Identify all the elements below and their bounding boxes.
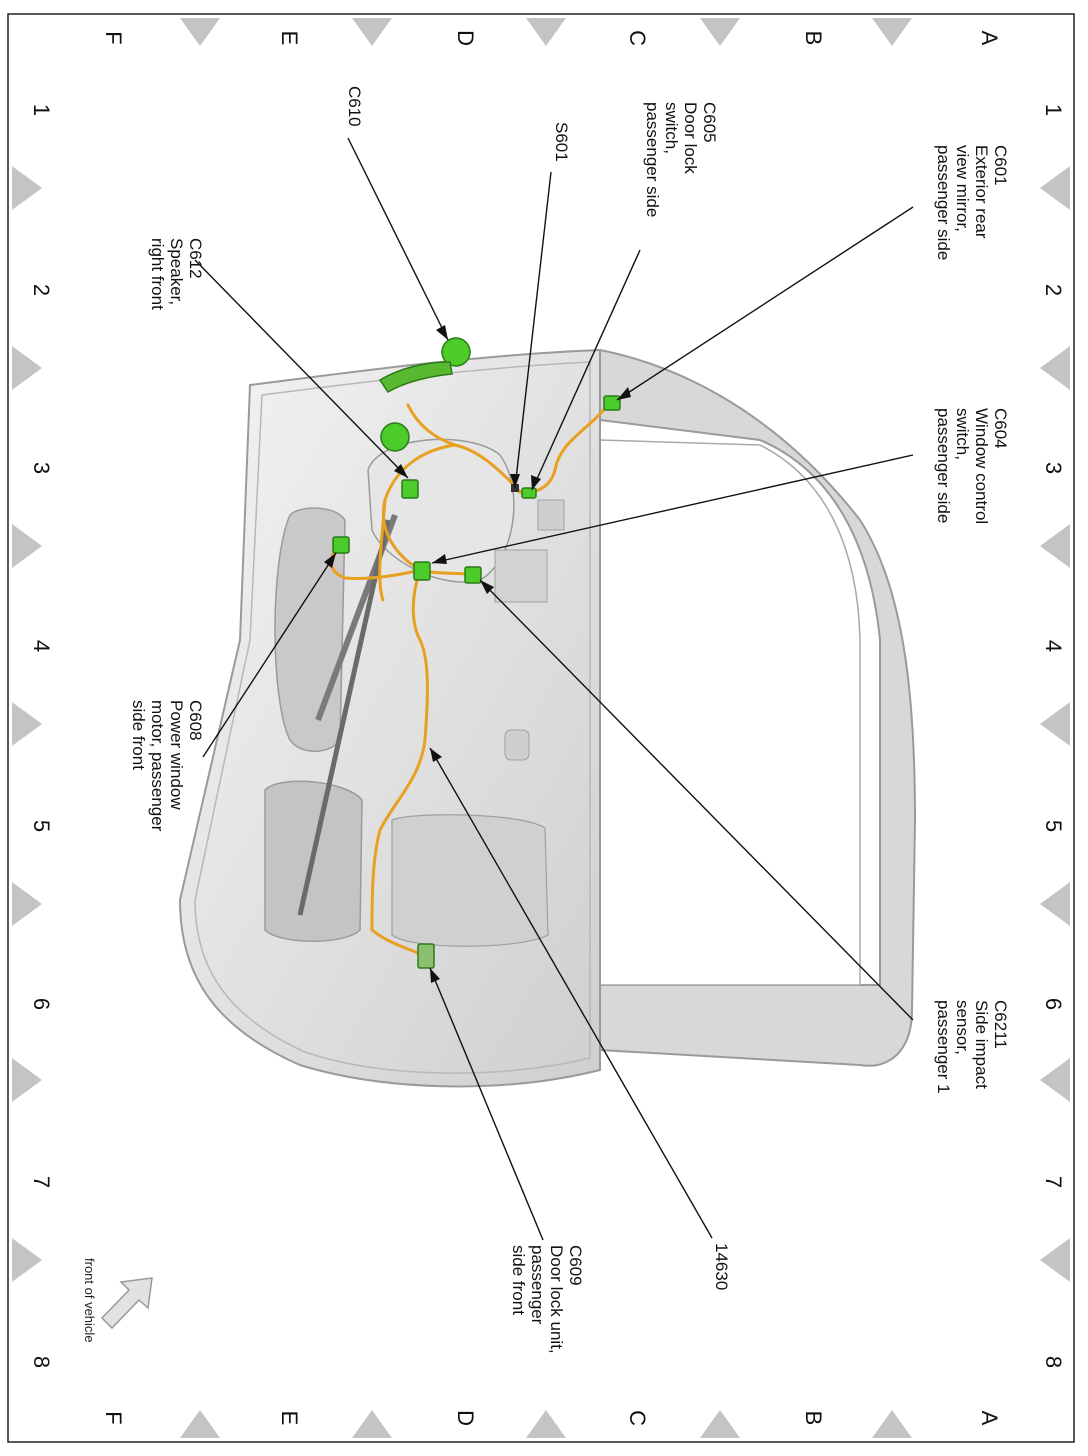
c609-line-1: C609 [566,1245,585,1286]
row-b-top: B [801,31,826,46]
grommet-lower [380,422,410,452]
col-1-left: 1 [29,104,54,116]
c612-line-1: C612 [186,238,205,279]
row-e-bottom: E [277,1411,302,1426]
c6211-line-4: passenger 1 [934,1000,953,1094]
c6211-line-2: Side impact [972,1000,991,1089]
callout-c609: C609 Door lock unit, passenger side fron… [509,1245,585,1354]
c601-line-1: C601 [991,145,1010,186]
grid-markers [12,18,1070,1438]
front-of-vehicle-label: front of vehicle [82,1258,97,1343]
c605-line-3: switch, [662,102,681,154]
grommet-boot [378,361,453,394]
col-1-right: 1 [1041,104,1066,116]
panel-recess-middle [391,814,549,947]
callout-c605: C605 Door lock switch, passenger side [643,102,719,217]
grommet-c610 [441,337,471,367]
grid-col-labels-left: 1 2 3 4 5 6 7 8 [29,104,54,1368]
row-f-bottom: F [101,1411,126,1424]
col-5-right: 5 [1041,820,1066,832]
connector-c612 [401,479,419,499]
row-a-bottom: A [977,1411,1002,1426]
callout-c601: C601 Exterior rear view mirror, passenge… [934,145,1010,260]
c610-line-1: C610 [345,86,364,127]
h14630-line-1: 14630 [712,1243,731,1290]
row-b-bottom: B [801,1411,826,1426]
grid-row-labels-top: A B C D E F [101,30,1002,46]
col-6-left: 6 [29,998,54,1010]
connector-c605 [521,487,537,499]
grid-row-labels-bottom: A B C D E F [101,1410,1002,1426]
s601-line-1: S601 [552,122,571,162]
connector-c609 [417,943,435,969]
col-3-left: 3 [29,462,54,474]
connector-c608 [332,536,350,554]
col-4-right: 4 [1041,640,1066,652]
c612-line-3: right front [148,238,167,310]
connectors [332,337,621,969]
c605-line-2: Door lock [681,102,700,174]
connector-c6211 [464,566,482,584]
col-2-left: 2 [29,284,54,296]
c608-line-2: Power window [167,700,186,810]
c601-line-3: view mirror, [953,145,972,232]
row-f-top: F [101,31,126,44]
col-7-left: 7 [29,1176,54,1188]
row-e-top: E [277,31,302,46]
panel-tab [504,729,530,761]
row-c-bottom: C [625,1410,650,1426]
panel-rail-2 [297,519,391,916]
c609-line-3: passenger [528,1245,547,1325]
c612-line-2: Speaker, [167,238,186,305]
col-4-left: 4 [29,640,54,652]
connector-c604 [413,561,431,581]
c605-line-1: C605 [700,102,719,143]
callout-14630: 14630 [712,1243,731,1290]
c601-line-2: Exterior rear [972,145,991,239]
grid-col-labels-right: 1 2 3 4 5 6 7 8 [1041,104,1066,1368]
callout-s601: S601 [552,122,571,162]
panel-bracket-small [537,499,565,531]
c608-line-1: C608 [186,700,205,741]
callout-c608: C608 Power window motor, passenger side … [129,700,205,832]
c604-line-1: C604 [991,408,1010,449]
col-5-left: 5 [29,820,54,832]
c608-line-3: motor, passenger [148,700,167,832]
front-arrow-icon [100,1277,153,1330]
callout-c610: C610 [345,86,364,127]
c6211-line-1: C6211 [991,1000,1010,1049]
col-2-right: 2 [1041,284,1066,296]
c609-line-2: Door lock unit, [547,1245,566,1354]
door-illustration [178,348,917,1088]
row-d-top: D [453,30,478,46]
window-opening [599,439,861,986]
c609-line-4: side front [509,1245,528,1315]
c605-line-4: passenger side [643,102,662,217]
panel-bracket-right [494,549,548,603]
callout-c604: C604 Window control switch, passenger si… [934,408,1010,524]
col-8-left: 8 [29,1356,54,1368]
c6211-line-3: sensor, [953,1000,972,1055]
c608-line-4: side front [129,700,148,770]
callout-c6211: C6211 Side impact sensor, passenger 1 [934,1000,1010,1094]
callout-c612: C612 Speaker, right front [148,238,205,310]
row-d-bottom: D [453,1410,478,1426]
c604-line-2: Window control [972,408,991,524]
front-of-vehicle-indicator: front of vehicle [82,1258,153,1343]
col-6-right: 6 [1041,998,1066,1010]
c604-line-3: switch, [953,408,972,460]
c601-line-4: passenger side [934,145,953,260]
c604-line-4: passenger side [934,408,953,523]
col-7-right: 7 [1041,1176,1066,1188]
col-8-right: 8 [1041,1356,1066,1368]
connector-c601 [603,395,621,411]
row-a-top: A [977,31,1002,46]
row-c-top: C [625,30,650,46]
page-border [7,13,1075,1443]
col-3-right: 3 [1041,462,1066,474]
leader-lines [194,137,914,1241]
door-window-frame [599,348,917,1067]
